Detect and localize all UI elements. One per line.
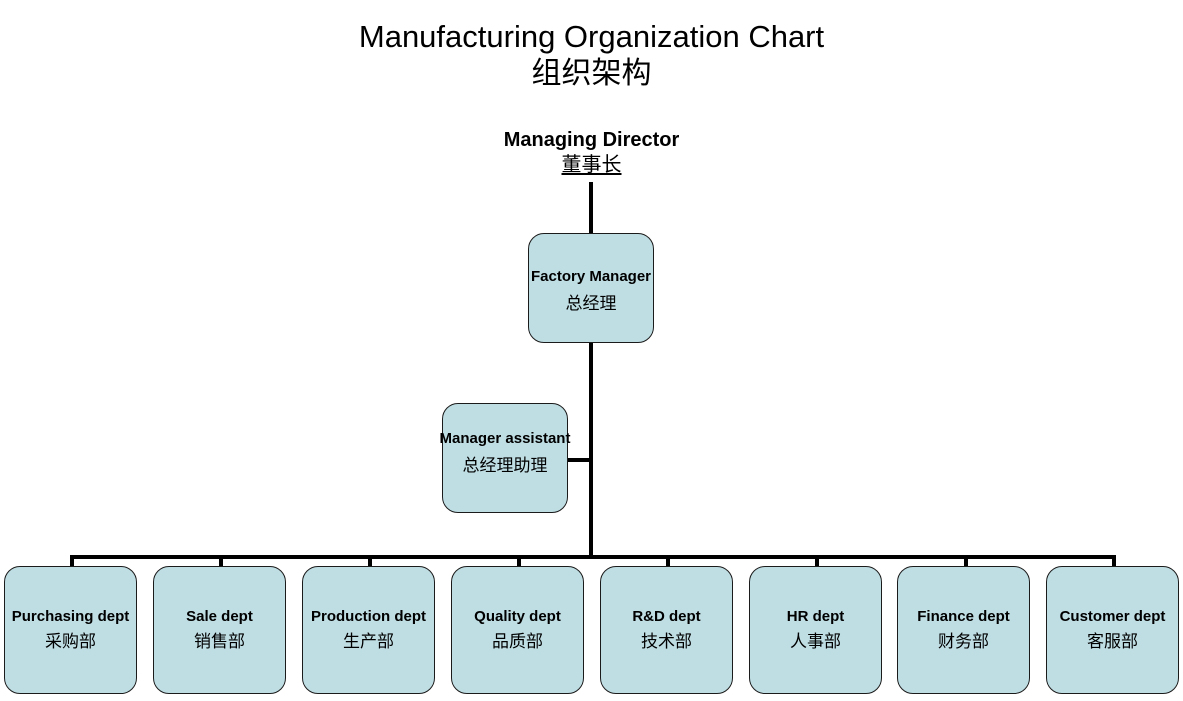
node-sale-dept[interactable]: Sale dept 销售部 xyxy=(153,566,286,694)
node-customer-dept-label-en: Customer dept xyxy=(1059,607,1166,625)
node-production-dept-label-en: Production dept xyxy=(311,607,426,625)
node-manager-assistant-label-en: Manager assistant xyxy=(439,430,571,447)
node-rd-dept-label-en: R&D dept xyxy=(632,607,701,625)
node-managing-director[interactable]: Managing Director 董事长 xyxy=(0,128,1183,178)
node-finance-dept[interactable]: Finance dept 财务部 xyxy=(897,566,1030,694)
node-purchasing-dept-label-cn: 采购部 xyxy=(45,631,96,651)
node-production-dept[interactable]: Production dept 生产部 xyxy=(302,566,435,694)
node-factory-manager-label-en: Factory Manager xyxy=(530,268,652,285)
connector-trunk-to-manager-assistant xyxy=(566,458,591,462)
node-managing-director-label-cn: 董事长 xyxy=(561,154,622,176)
node-quality-dept-label-en: Quality dept xyxy=(474,607,561,625)
node-purchasing-dept[interactable]: Purchasing dept 采购部 xyxy=(4,566,137,694)
node-quality-dept[interactable]: Quality dept 品质部 xyxy=(451,566,584,694)
node-managing-director-label-en: Managing Director xyxy=(503,129,680,151)
node-customer-dept[interactable]: Customer dept 客服部 xyxy=(1046,566,1179,694)
node-manager-assistant-label-cn: 总经理助理 xyxy=(462,456,548,475)
connector-root-to-factory-manager xyxy=(589,182,593,234)
node-sale-dept-label-en: Sale dept xyxy=(186,607,253,625)
chart-title-block: Manufacturing Organization Chart 组织架构 xyxy=(0,18,1183,92)
page-subtitle: 组织架构 xyxy=(531,57,652,90)
node-finance-dept-label-en: Finance dept xyxy=(917,607,1010,625)
node-hr-dept-label-cn: 人事部 xyxy=(790,631,841,651)
node-rd-dept[interactable]: R&D dept 技术部 xyxy=(600,566,733,694)
node-quality-dept-label-cn: 品质部 xyxy=(492,631,543,651)
node-factory-manager-label-cn: 总经理 xyxy=(565,294,617,313)
node-sale-dept-label-cn: 销售部 xyxy=(194,631,245,651)
node-purchasing-dept-label-en: Purchasing dept xyxy=(11,607,130,625)
connector-factory-manager-trunk xyxy=(589,343,593,559)
page-title: Manufacturing Organization Chart xyxy=(358,19,825,54)
node-finance-dept-label-cn: 财务部 xyxy=(938,631,989,651)
node-hr-dept-label-en: HR dept xyxy=(786,607,845,625)
node-factory-manager[interactable]: Factory Manager 总经理 xyxy=(528,233,654,343)
node-production-dept-label-cn: 生产部 xyxy=(343,631,394,651)
connector-department-bus xyxy=(70,555,1116,559)
node-hr-dept[interactable]: HR dept 人事部 xyxy=(749,566,882,694)
node-customer-dept-label-cn: 客服部 xyxy=(1087,631,1138,651)
node-manager-assistant[interactable]: Manager assistant 总经理助理 xyxy=(439,403,571,513)
node-rd-dept-label-cn: 技术部 xyxy=(641,631,692,651)
